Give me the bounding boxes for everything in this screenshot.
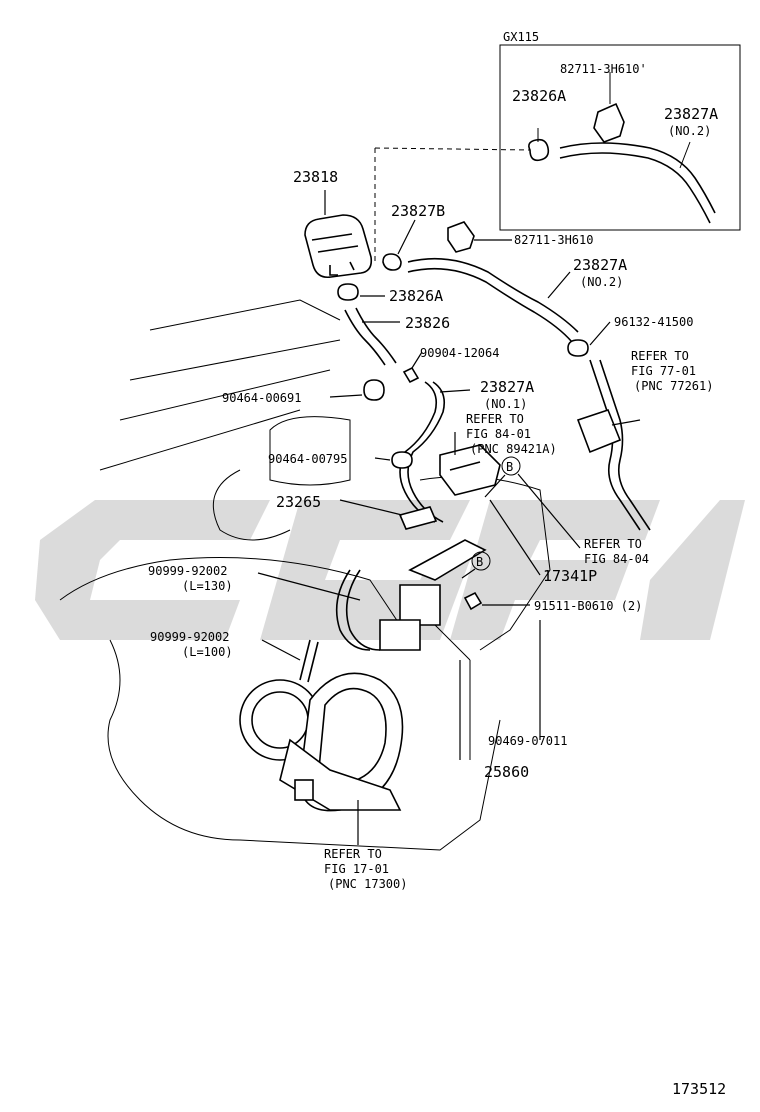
valve-23265 [339,499,438,530]
bolt-91511 [463,591,530,611]
inset-title: GX115 [503,30,539,44]
label-23827a-no2: 23827A [573,256,627,274]
refer-77-line3: (PNC 77261) [634,379,713,393]
refer-84-04-line1: REFER TO [584,537,642,551]
clamp-90464-00795 [374,451,413,469]
refer-84-01-line2: FIG 84-01 [466,427,531,441]
leader-lines [257,572,541,845]
label-90464-00691: 90464-00691 [222,391,301,405]
label-23827a-no1: 23827A [480,378,534,396]
refer-77-line1: REFER TO [631,349,689,363]
label-23826a-top: 23826A [512,87,566,105]
refer-84-04-line2: FIG 84-04 [584,552,649,566]
label-90999-92002-a-sub: (L=130) [182,579,233,593]
label-23827a-top: 23827A [664,105,718,123]
label-17341p: 17341P [543,567,597,585]
canister-23818 [304,190,373,279]
watermark-logo [35,500,745,640]
label-23827a-top-sub: (NO.2) [668,124,711,138]
grommet-inset [593,102,625,143]
label-23826a: 23826A [389,287,443,305]
callout-b-1: B [484,456,581,549]
svg-text:B: B [476,555,483,569]
label-91511-b0610: 91511-B0610 (2) [534,599,642,613]
label-23818: 23818 [293,168,338,186]
label-23827a-no1-sub: (NO.1) [484,397,527,411]
label-23827a-no2-sub: (NO.2) [580,275,623,289]
label-90904-12064: 90904-12064 [420,346,499,360]
hose-23826 [344,307,400,366]
label-23265: 23265 [276,493,321,511]
clamp-23827b [382,219,416,271]
label-90999-92002-a: 90999-92002 [148,564,227,578]
clamp-90464-00691 [329,379,385,401]
svg-text:B: B [506,460,513,474]
label-90469-07011: 90469-07011 [488,734,567,748]
clamp-23826a-inset [528,138,550,162]
label-82711-3h610: 82711-3H610 [514,233,593,247]
clip-96132 [567,321,651,531]
label-23827b: 23827B [391,202,445,220]
figure-number: 173512 [672,1080,726,1098]
label-25860: 25860 [484,763,529,781]
clamp-23826a [337,283,385,301]
inset-gx115: GX115 [374,30,741,265]
refer-17-line1: REFER TO [324,847,382,861]
hose-23827a-no2 [407,257,579,343]
refer-17-line2: FIG 17-01 [324,862,389,876]
label-90999-92002-b-sub: (L=100) [182,645,233,659]
refer-77-line2: FIG 77-01 [631,364,696,378]
label-23826: 23826 [405,314,450,332]
refer-84-01-line3: (PNC 89421A) [470,442,557,456]
hose-90999-l100 [261,639,319,683]
label-90464-00795: 90464-00795 [268,452,347,466]
label-90999-92002-b: 90999-92002 [150,630,229,644]
part-90904 [402,351,423,384]
labels: 82711-3H610' 23826A 23827A (NO.2) 23818 … [148,62,726,1098]
vsv-assembly [439,432,501,496]
refer-17-line3: (PNC 17300) [328,877,407,891]
throttle-body [239,672,404,812]
label-82711-3h610-top: 82711-3H610' [560,62,647,76]
label-96132-41500: 96132-41500 [614,315,693,329]
refer-84-01-line1: REFER TO [466,412,524,426]
callout-b-2: B [461,551,491,579]
bracket-17341p [335,499,541,651]
grommet-82711 [447,221,512,253]
